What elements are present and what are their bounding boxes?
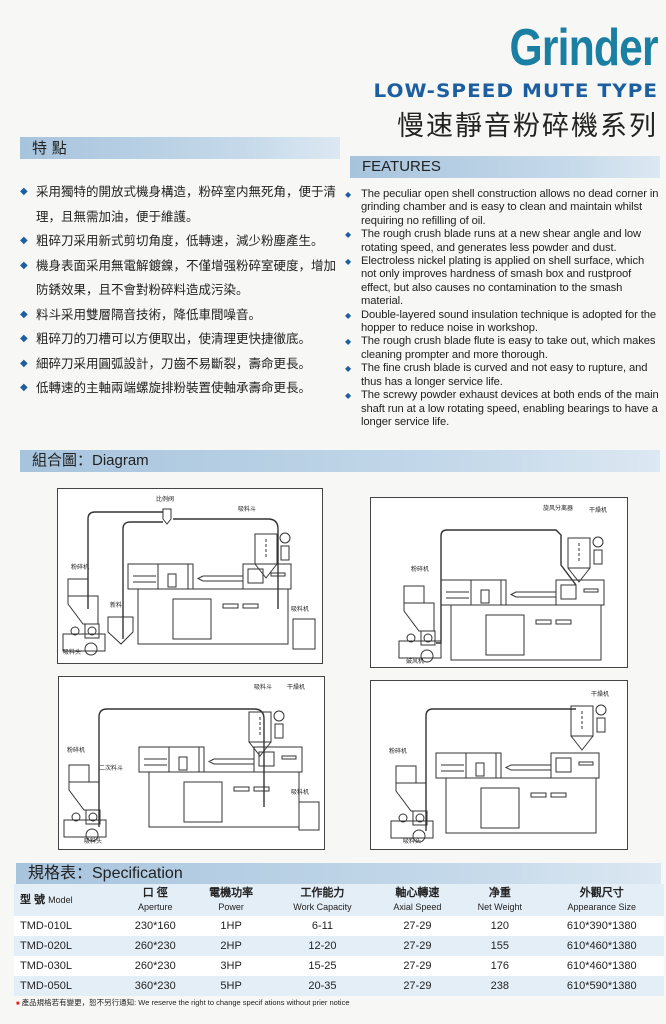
list-item: Electroless nickel plating is applied on… (345, 255, 661, 309)
diagram-panel-3: 吸料斗 干燥机 粉碎机 二次料斗 吸料机 吸料头 (58, 676, 325, 850)
features-en-heading: FEATURES (350, 156, 660, 178)
list-item: 采用獨特的開放式機身構造，粉碎室内無死角，便于清理，且無需加油，便于維護。 (20, 180, 340, 229)
diagram-panel-1: 比例阀 吸料斗 粉碎机 新料 吸料机 吸料头 (57, 488, 323, 664)
table-cell: 27-29 (374, 916, 461, 936)
list-item: Double-layered sound insulation techniqu… (345, 309, 661, 336)
table-cell: TMD-020L (14, 936, 119, 956)
label-loader: 吸料机 (291, 605, 309, 613)
table-cell: 15-25 (270, 956, 375, 976)
list-item: 低轉速的主軸兩端螺旋排粉裝置使軸承壽命更長。 (20, 376, 340, 401)
table-cell: 6-11 (270, 916, 375, 936)
diagram-panel-2: 旋风分离器 干燥机 粉碎机 鼓风机 (370, 497, 628, 668)
label-grinder: 粉碎机 (389, 747, 407, 755)
label-loader: 吸料机 (291, 788, 309, 796)
table-cell: 610*460*1380 (539, 956, 664, 976)
table-cell: 260*230 (118, 956, 192, 976)
table-cell: 238 (460, 976, 540, 996)
list-item: The screwy powder exhaust devices at bot… (345, 389, 661, 429)
table-cell: 260*230 (118, 936, 192, 956)
list-item: 機身表面采用無電解鍍鎳，不僅增强粉碎室硬度，增加防銹效果，且不會對粉碎料造成污染… (20, 254, 340, 303)
table-cell: 610*590*1380 (539, 976, 664, 996)
list-item: 粗碎刀的刀槽可以方便取出，使清理更快捷徹底。 (20, 327, 340, 352)
table-cell: 27-29 (374, 936, 461, 956)
features-cn-list: 采用獨特的開放式機身構造，粉碎室内無死角，便于清理，且無需加油，便于維護。 粗碎… (20, 180, 340, 401)
label-blower: 鼓风机 (406, 657, 424, 665)
label-suction-head: 吸料头 (84, 837, 102, 845)
features-cn-heading: 特 點 (20, 137, 340, 159)
table-cell: 155 (460, 936, 540, 956)
label-cyclone: 旋风分离器 (543, 504, 573, 512)
label-hopper: 吸料斗 (238, 505, 256, 513)
product-subtitle: LOW-SPEED MUTE TYPE (373, 80, 658, 102)
list-item: The peculiar open shell construction all… (345, 188, 661, 228)
table-cell: 20-35 (270, 976, 375, 996)
list-item: 料斗采用雙層隔音技術，降低車間噪音。 (20, 303, 340, 328)
diagram-panel-4: 干燥机 粉碎机 吸料头 (370, 680, 628, 850)
diagram-heading: 組合圖：Diagram (20, 450, 660, 472)
list-item: The rough crush blade runs at a new shea… (345, 228, 661, 255)
label-dryer: 干燥机 (287, 683, 305, 691)
features-en-list: The peculiar open shell construction all… (345, 188, 661, 429)
label-suction-head: 吸料头 (403, 837, 421, 845)
label-grinder: 粉碎机 (67, 746, 85, 754)
table-cell: 610*390*1380 (539, 916, 664, 936)
table-cell: 12-20 (270, 936, 375, 956)
table-cell: 360*230 (118, 976, 192, 996)
label-dryer: 干燥机 (591, 690, 609, 698)
table-cell: TMD-050L (14, 976, 119, 996)
label-new-material: 新料 (110, 601, 122, 609)
product-title-cn: 慢速靜音粉碎機系列 (397, 111, 658, 142)
label-hopper: 吸料斗 (254, 683, 272, 691)
label-suction-head: 吸料头 (63, 648, 81, 656)
spec-heading: 規格表：Specification (16, 863, 661, 885)
table-cell: TMD-030L (14, 956, 119, 976)
table-cell: 3HP (191, 956, 271, 976)
table-cell: 2HP (191, 936, 271, 956)
product-title: Grinder (509, 19, 659, 77)
list-item: The rough crush blade flute is easy to t… (345, 335, 661, 362)
table-cell: 27-29 (374, 976, 461, 996)
table-cell: 610*460*1380 (539, 936, 664, 956)
label-valve: 比例阀 (156, 495, 174, 503)
table-cell: 176 (460, 956, 540, 976)
table-cell: 27-29 (374, 956, 461, 976)
table-cell: 120 (460, 916, 540, 936)
table-cell: 230*160 (118, 916, 192, 936)
list-item: The fine crush blade is curved and not e… (345, 362, 661, 389)
table-cell: 5HP (191, 976, 271, 996)
label-dryer: 干燥机 (589, 506, 607, 514)
list-item: 細碎刀采用圓弧設計，刀齒不易斷裂，壽命更長。 (20, 352, 340, 377)
spec-note: 產品規格若有變更，恕不另行通知: We reserve the right to… (16, 997, 350, 1008)
list-item: 粗碎刀采用新式剪切角度，低轉速，減少粉塵產生。 (20, 229, 340, 254)
table-cell: 1HP (191, 916, 271, 936)
label-secondary-hopper: 二次料斗 (99, 764, 123, 772)
label-grinder: 粉碎机 (411, 565, 429, 573)
col-model: 型 號 Model (14, 884, 119, 916)
label-grinder: 粉碎机 (71, 563, 89, 571)
table-cell: TMD-010L (14, 916, 119, 936)
